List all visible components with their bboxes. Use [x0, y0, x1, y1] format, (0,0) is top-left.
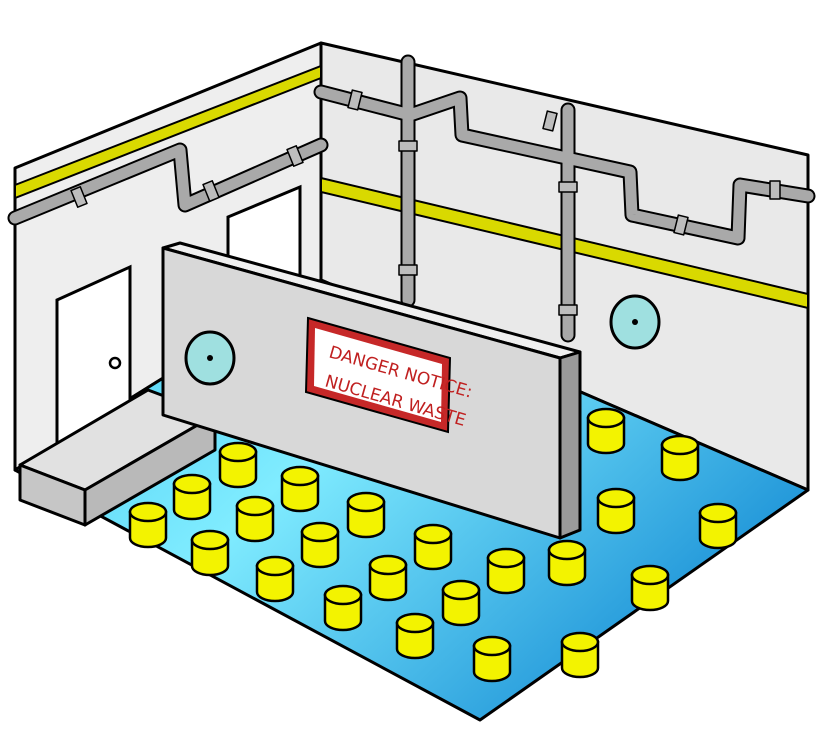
barrel	[255, 555, 295, 603]
yellow-stripe-left	[14, 64, 322, 200]
barrel	[698, 502, 738, 550]
barrel	[560, 631, 600, 679]
barrel	[235, 495, 275, 543]
barrel	[441, 579, 481, 627]
barrel	[300, 521, 340, 569]
barrel	[486, 547, 526, 595]
barrel	[547, 539, 587, 587]
barrel	[472, 635, 512, 683]
barrel	[413, 523, 453, 571]
pipes	[7, 54, 816, 343]
barrel	[596, 487, 636, 535]
barrel	[172, 473, 212, 521]
barrels	[128, 407, 738, 683]
barrel	[368, 554, 408, 602]
barrel	[346, 491, 386, 539]
barrel	[190, 529, 230, 577]
barrel	[218, 441, 258, 489]
barrel	[630, 564, 670, 612]
barrel	[586, 407, 626, 455]
barrel	[395, 612, 435, 660]
barrel	[660, 434, 700, 482]
vent-partition	[184, 330, 236, 386]
barrel	[280, 465, 320, 513]
door-knob	[108, 356, 122, 370]
barrel	[128, 501, 168, 549]
barrel	[323, 584, 363, 632]
vent-back-wall	[609, 294, 661, 350]
